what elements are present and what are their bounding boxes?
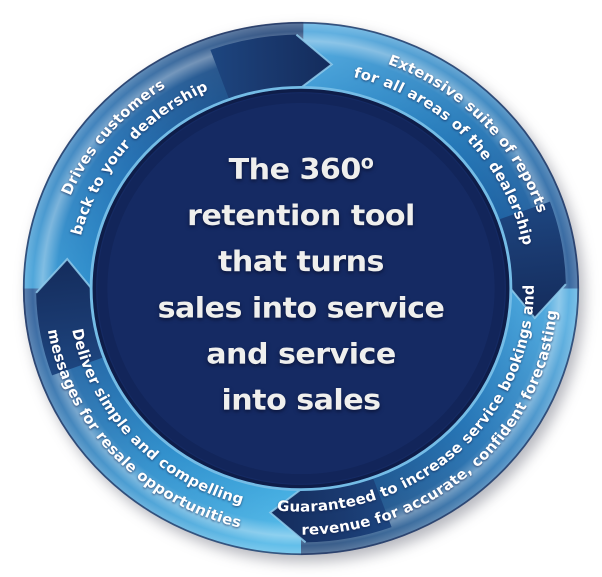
center-line-3: that turns bbox=[218, 245, 384, 278]
chevron-edge-highlight-left bbox=[35, 257, 96, 294]
center-message: The 360o retention tool that turns sales… bbox=[158, 152, 445, 416]
clockwise-arrow-right-icon bbox=[495, 201, 566, 319]
center-line-1: The 360o bbox=[229, 152, 374, 185]
inner-ring-highlight bbox=[89, 85, 513, 492]
chevron-edge-highlight-right bbox=[506, 283, 567, 320]
chevron-edge-highlight-bottom bbox=[268, 485, 307, 544]
chevron-edge-highlight-top bbox=[295, 33, 334, 92]
center-circle bbox=[92, 88, 510, 489]
clockwise-arrow-left-icon bbox=[36, 258, 107, 376]
clockwise-arrow-top-icon bbox=[210, 34, 332, 103]
center-line-5: and service bbox=[206, 337, 396, 370]
center-line-2: retention tool bbox=[187, 199, 415, 232]
center-inner-shadow bbox=[97, 93, 505, 484]
clockwise-arrow-bottom-icon bbox=[270, 474, 392, 543]
outer-rim bbox=[22, 21, 580, 556]
center-line-6: into sales bbox=[221, 383, 380, 416]
center-line-4: sales into service bbox=[158, 291, 445, 324]
